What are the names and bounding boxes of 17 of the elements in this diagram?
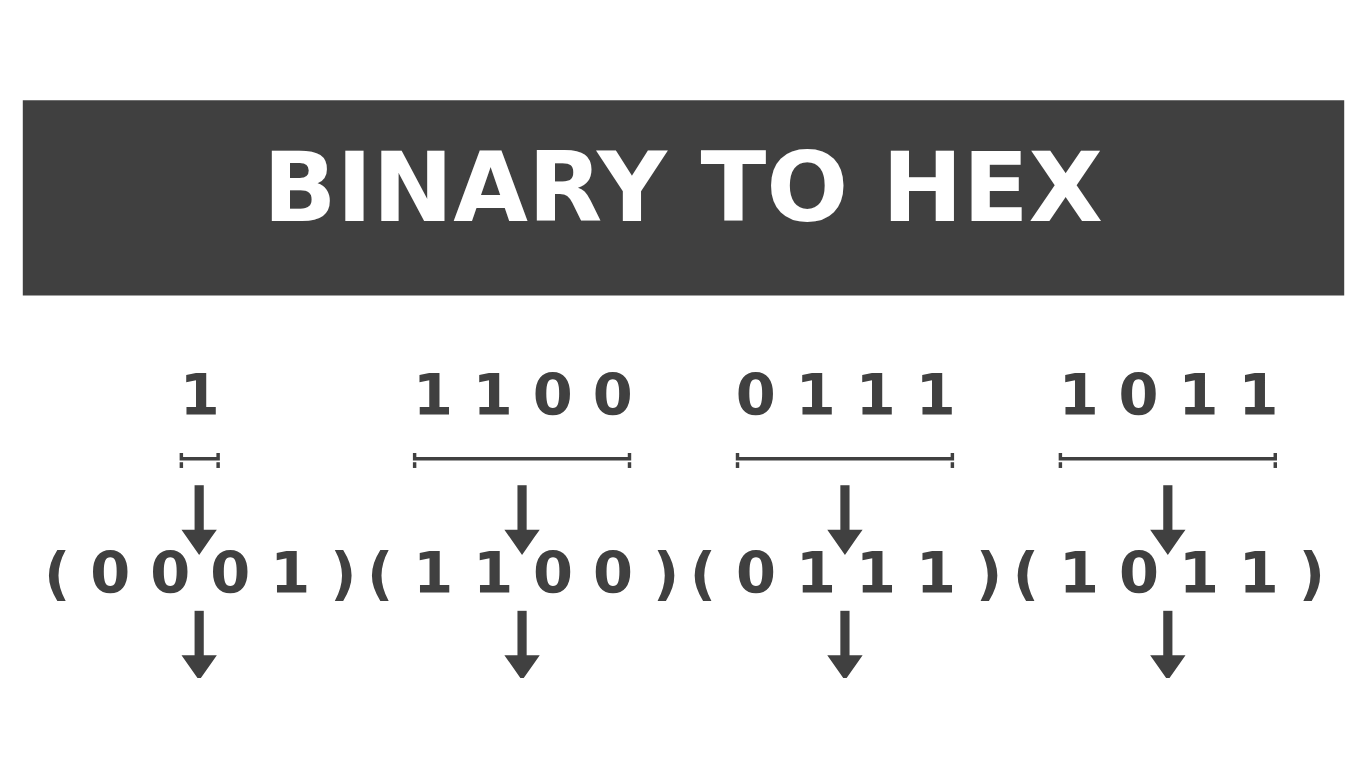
node-text: ( 1 1 0 0 ) — [366, 539, 679, 607]
diagram-title: BINARY TO HEX — [262, 130, 1103, 244]
arrow — [1149, 484, 1185, 555]
node-text: 0 1 1 1 — [735, 361, 956, 429]
node-text: ( 0 0 0 1 ) — [43, 539, 356, 607]
node-text: ( 0 1 1 1 ) — [689, 539, 1002, 607]
node-text: 1 — [179, 361, 220, 429]
arrow — [181, 484, 217, 555]
arrow — [826, 484, 863, 555]
arrow — [503, 484, 540, 555]
node-text: ( 1 0 1 1 ) — [1012, 539, 1325, 607]
arrow — [826, 610, 863, 678]
node-text: 1 1 0 0 — [412, 361, 633, 429]
arrow — [1149, 610, 1185, 678]
arrow — [503, 610, 540, 678]
arrow — [181, 610, 217, 678]
node-text: 1 0 1 1 — [1058, 361, 1279, 429]
